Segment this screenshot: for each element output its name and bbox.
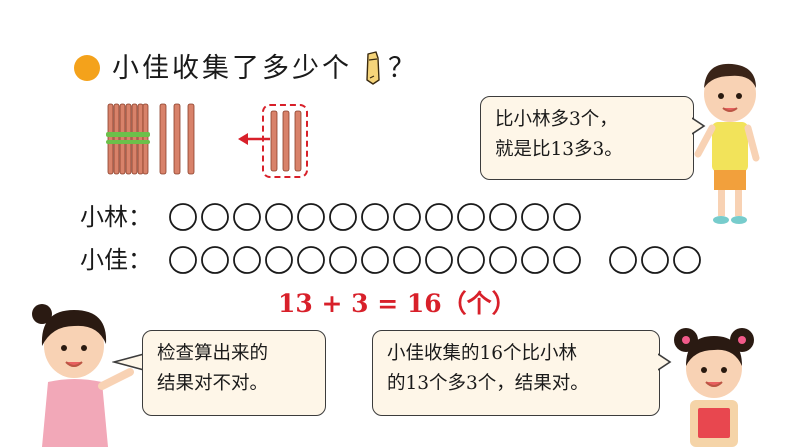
circle	[425, 203, 453, 231]
bubble-tail	[658, 353, 672, 371]
extra-circle	[641, 246, 669, 274]
circle	[521, 246, 549, 274]
circle	[489, 246, 517, 274]
row-label-xiaolin: 小林：	[80, 203, 152, 231]
row-label-xiaojia: 小佳：	[80, 246, 152, 274]
equation: 13 + 3 = 16（个）	[278, 289, 517, 318]
stick-bundle-icon	[106, 103, 150, 175]
circle	[169, 246, 197, 274]
pencil-icon	[366, 51, 380, 85]
extra-circle	[609, 246, 637, 274]
bubble-line: 的13个多3个，结果对。	[387, 373, 589, 394]
circle	[393, 246, 421, 274]
boy-speech-bubble: 比小林多3个， 就是比13多3。	[480, 96, 694, 180]
bubble-line: 就是比13多3。	[495, 139, 623, 160]
bubble-tail	[112, 353, 145, 371]
circle	[169, 203, 197, 231]
circle	[201, 246, 229, 274]
circle	[265, 246, 293, 274]
circle	[361, 246, 389, 274]
circle	[425, 246, 453, 274]
circle	[521, 203, 549, 231]
circle	[489, 203, 517, 231]
circle	[297, 246, 325, 274]
moved-sticks-box	[262, 104, 308, 178]
question-mark: ？	[388, 53, 415, 84]
circle	[201, 203, 229, 231]
girl-left-illustration	[32, 304, 134, 447]
right-girl-speech-bubble: 小佳收集的16个比小林 的13个多3个，结果对。	[372, 330, 660, 416]
circle	[297, 203, 325, 231]
girl-right-illustration	[674, 328, 754, 447]
circle	[457, 203, 485, 231]
circle	[393, 203, 421, 231]
moved-sticks-icon	[270, 110, 302, 172]
bubble-line: 小佳收集的16个比小林	[387, 343, 578, 364]
single-sticks-icon	[159, 103, 195, 175]
arrow-left-icon	[238, 133, 270, 145]
circle	[233, 203, 261, 231]
bubble-line: 结果对不对。	[157, 373, 269, 394]
bubble-line: 比小林多3个，	[495, 109, 618, 130]
circle	[265, 203, 293, 231]
circle	[553, 246, 581, 274]
bubble-tail	[692, 117, 706, 135]
circle	[361, 203, 389, 231]
question-text: 小佳收集了多少个	[112, 53, 352, 84]
boy-illustration	[694, 63, 760, 224]
circle	[233, 246, 261, 274]
circle	[553, 203, 581, 231]
circle	[457, 246, 485, 274]
circle	[329, 246, 357, 274]
circle	[329, 203, 357, 231]
bubble-line: 检查算出来的	[157, 343, 269, 364]
left-girl-speech-bubble: 检查算出来的 结果对不对。	[142, 330, 326, 416]
bullet-dot	[74, 55, 100, 81]
circles-xiaojia	[169, 246, 701, 274]
circles-xiaolin	[169, 203, 581, 231]
extra-circle	[673, 246, 701, 274]
